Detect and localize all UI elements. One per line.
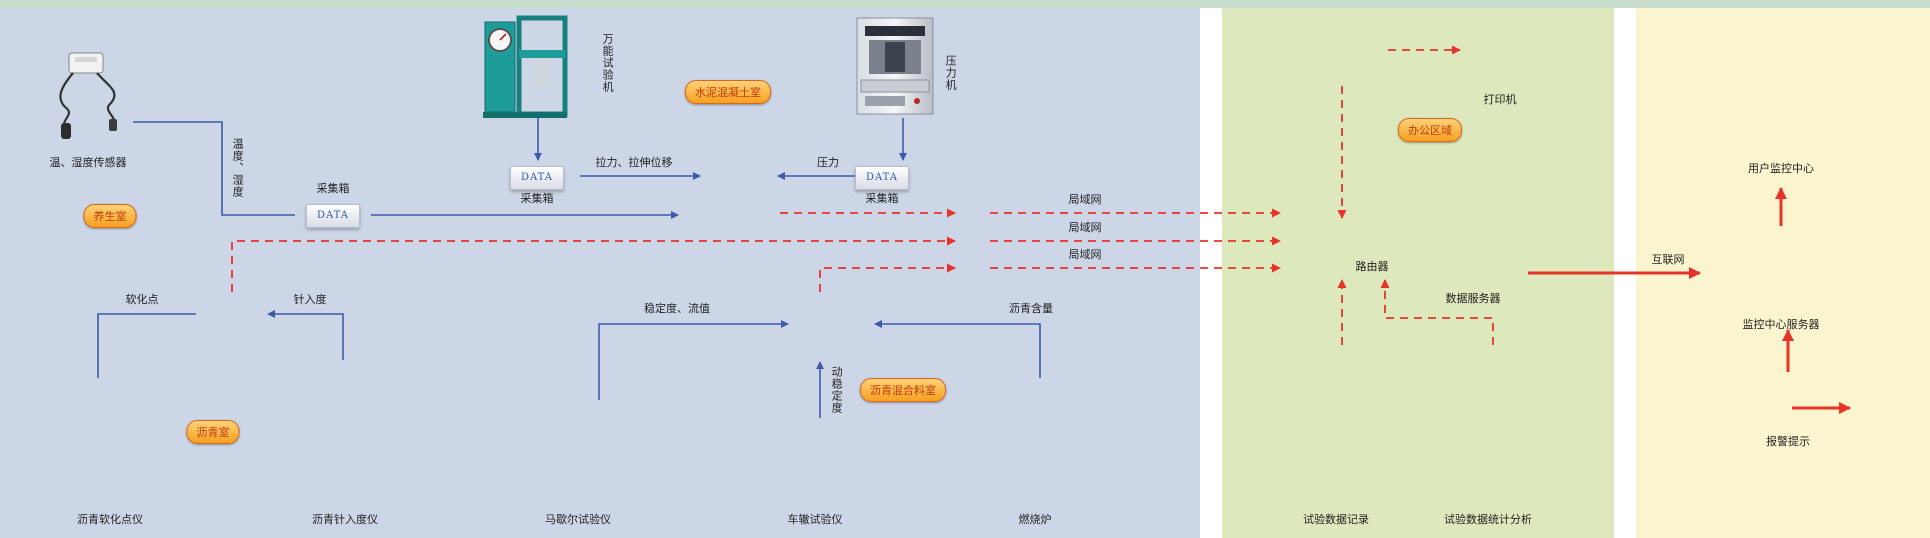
internet-links <box>1528 187 1851 414</box>
label-pressure-link: 压力 <box>817 156 839 169</box>
lan-links <box>231 45 1494 345</box>
label-penetration-link: 针入度 <box>293 293 327 306</box>
lab-zone <box>0 8 1200 538</box>
label-softening-point-tester: 沥青软化点仪 <box>77 513 143 526</box>
press-machine-icon <box>856 17 934 115</box>
sensor-icon <box>59 52 117 139</box>
label-collect-box-2: 采集箱 <box>520 192 554 205</box>
label-router: 路由器 <box>1355 260 1389 273</box>
label-asphalt-content-link: 沥青含量 <box>1009 302 1053 315</box>
label-press-machine: 压力机 <box>944 55 958 91</box>
label-marshall-tester: 马歇尔试验仪 <box>545 513 611 526</box>
label-tension-link: 拉力、拉伸位移 <box>595 156 673 169</box>
badge-curing-room: 养生室 <box>83 204 137 228</box>
label-temp-humidity-sensor: 温、湿度传感器 <box>49 156 127 169</box>
universal-tester-icon <box>483 15 568 118</box>
label-test-statistics: 试验数据统计分析 <box>1444 513 1532 526</box>
badge-asphalt-room: 沥青室 <box>186 420 240 444</box>
label-softening-point-link: 软化点 <box>125 293 159 306</box>
badge-asphalt-mix-room: 沥青混合料室 <box>860 378 946 402</box>
label-internet: 互联网 <box>1651 253 1685 266</box>
label-universal-tester: 万能试验机 <box>601 33 615 93</box>
label-temp-humidity-link: 温度、湿度 <box>231 138 245 198</box>
label-collect-box-1: 采集箱 <box>316 182 350 195</box>
label-user-monitoring-center: 用户监控中心 <box>1748 162 1814 175</box>
label-lan-2: 局域网 <box>1068 221 1102 234</box>
label-collect-box-3: 采集箱 <box>865 192 899 205</box>
label-stability-flow-link: 稳定度、流值 <box>644 302 710 315</box>
label-penetration-tester: 沥青针入度仪 <box>312 513 378 526</box>
label-test-record: 试验数据记录 <box>1303 513 1369 526</box>
label-printer: 打印机 <box>1483 93 1517 106</box>
label-alarm: 报警提示 <box>1766 435 1810 448</box>
label-dynamic-stability-link: 动稳定度 <box>830 366 844 414</box>
label-data-server: 数据服务器 <box>1445 292 1501 305</box>
label-rutting-tester: 车辙试验仪 <box>787 513 843 526</box>
collect-box-3-icon: DATA <box>855 166 909 190</box>
badge-office-area: 办公区域 <box>1398 118 1462 142</box>
collect-box-1-icon: DATA <box>306 204 360 228</box>
label-furnace: 燃烧炉 <box>1018 513 1052 526</box>
label-lan-1: 局域网 <box>1068 193 1102 206</box>
collect-box-2-icon: DATA <box>510 166 564 190</box>
top-strip <box>0 0 1930 8</box>
label-monitoring-server: 监控中心服务器 <box>1742 318 1820 331</box>
data-links <box>97 118 1041 418</box>
badge-cement-lab: 水泥混凝土室 <box>685 80 771 104</box>
label-lan-3: 局域网 <box>1068 248 1102 261</box>
